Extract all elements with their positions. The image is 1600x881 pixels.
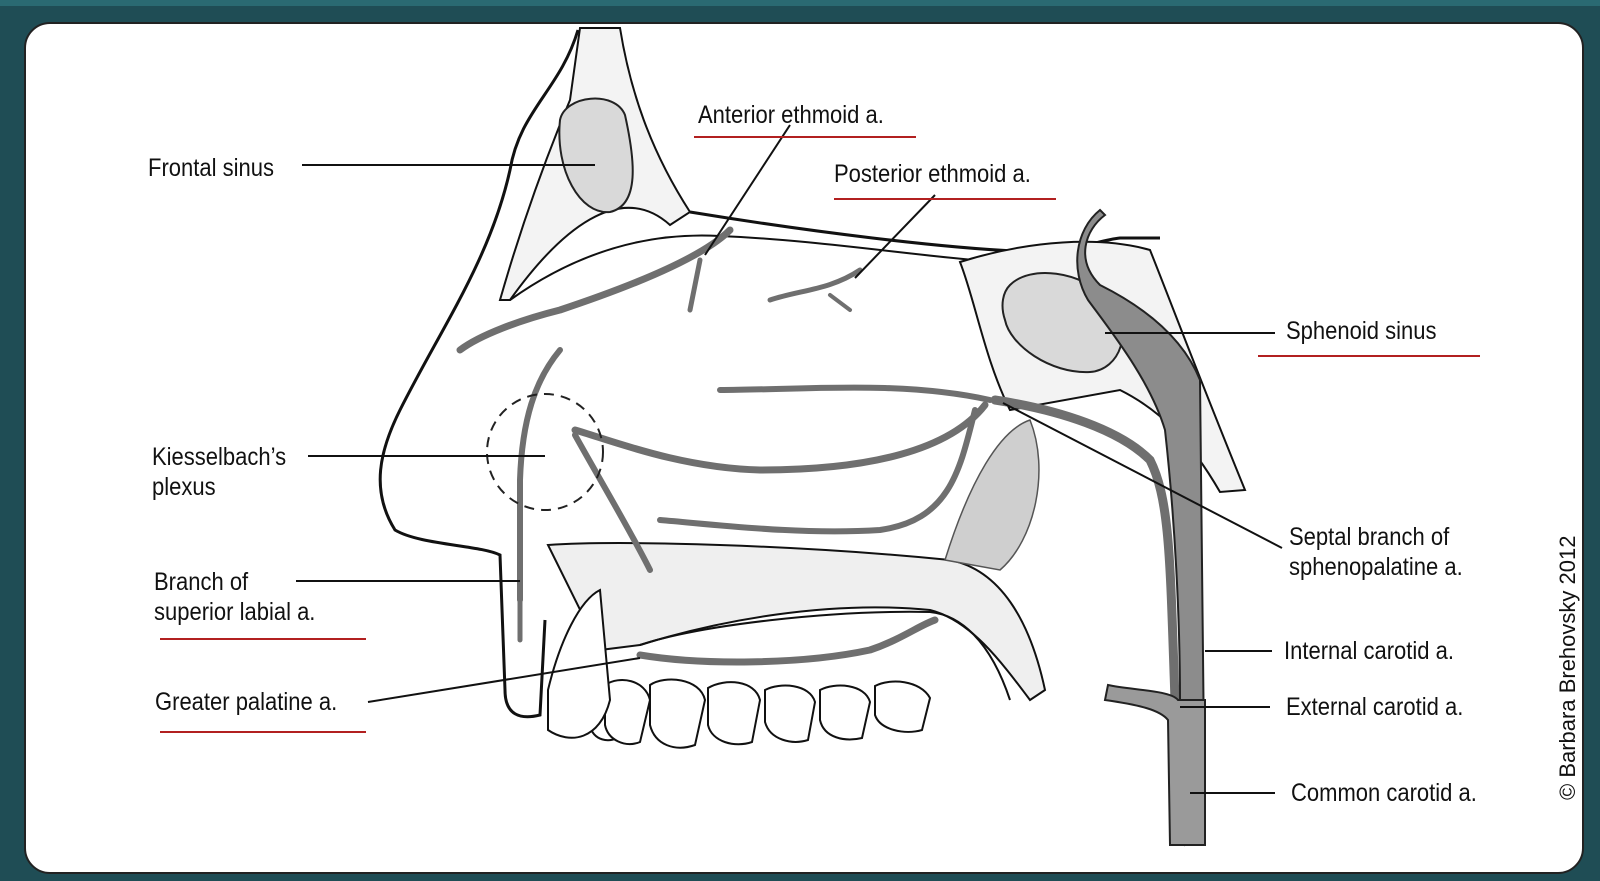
label-internal-carotid: Internal carotid a. [1284, 636, 1454, 666]
label-septal-branch-line1: Septal branch of [1289, 522, 1463, 552]
label-kiesselbach-plexus: Kiesselbach’s plexus [152, 442, 286, 502]
underline-superior-labial [160, 638, 366, 640]
label-septal-branch: Septal branch of sphenopalatine a. [1289, 522, 1463, 582]
label-kiesselbach-line2: plexus [152, 472, 286, 502]
label-greater-palatine: Greater palatine a. [155, 687, 337, 717]
external-carotid-artery [1105, 685, 1205, 845]
label-kiesselbach-line1: Kiesselbach’s [152, 442, 286, 472]
septal-branch-artery [720, 388, 990, 401]
label-superior-labial-line1: Branch of [154, 567, 315, 597]
label-common-carotid: Common carotid a. [1291, 778, 1477, 808]
anterior-ethmoid-artery [460, 230, 730, 350]
label-external-carotid: External carotid a. [1286, 692, 1463, 722]
underline-anterior-ethmoid [694, 136, 916, 138]
label-superior-labial-line2: superior labial a. [154, 597, 315, 627]
label-posterior-ethmoid: Posterior ethmoid a. [834, 159, 1031, 189]
pharynx-shade [945, 420, 1039, 570]
label-frontal-sinus: Frontal sinus [148, 153, 274, 183]
label-anterior-ethmoid: Anterior ethmoid a. [698, 100, 884, 130]
underline-sphenoid-sinus [1258, 355, 1480, 357]
face-outline [380, 30, 578, 717]
posterior-ethmoid-artery [770, 270, 860, 300]
label-septal-branch-line2: sphenopalatine a. [1289, 552, 1463, 582]
underline-greater-palatine [160, 731, 366, 733]
label-sphenoid-sinus: Sphenoid sinus [1286, 316, 1436, 346]
hard-palate [548, 543, 1045, 700]
underline-posterior-ethmoid [834, 198, 1056, 200]
copyright-text: © Barbara Brehovsky 2012 [1555, 536, 1581, 800]
label-superior-labial: Branch of superior labial a. [154, 567, 315, 627]
